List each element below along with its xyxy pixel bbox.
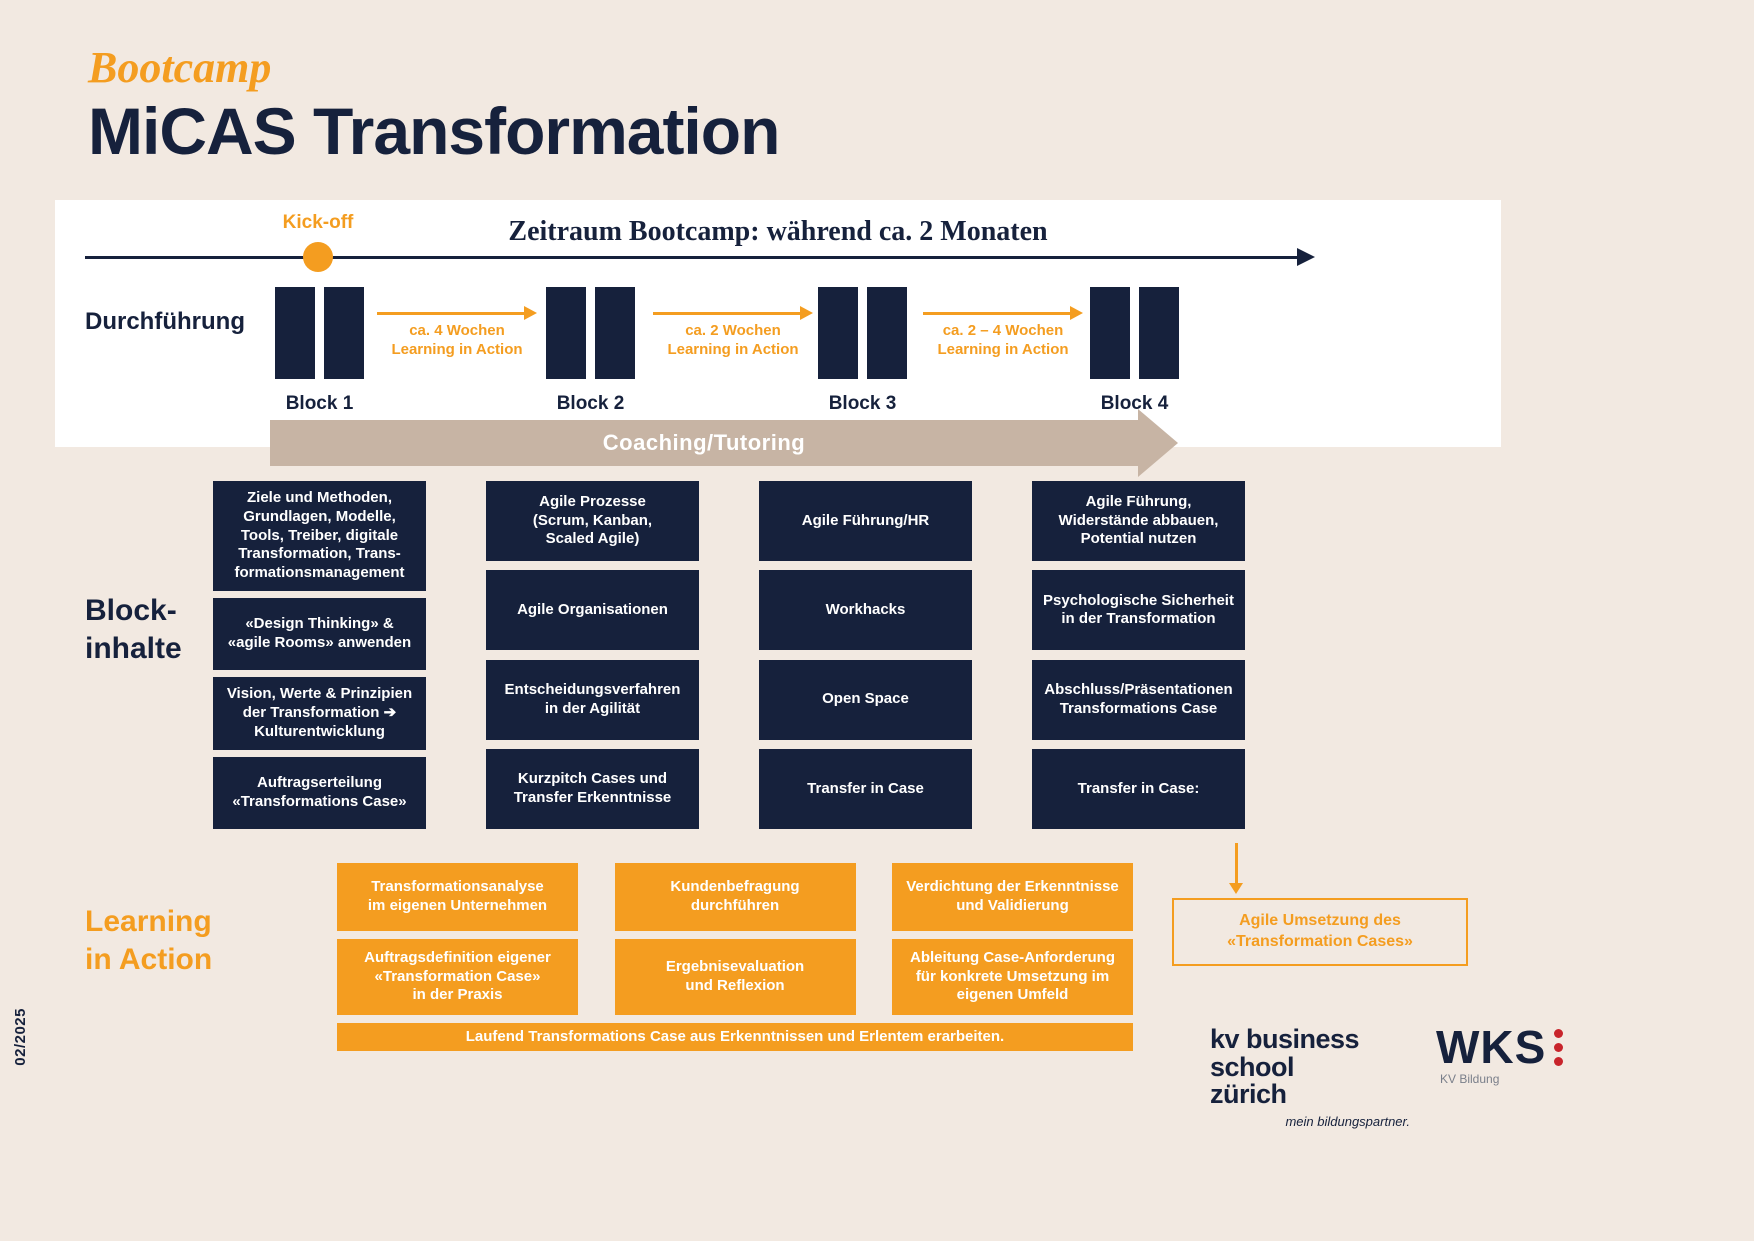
outcome-box: Agile Umsetzung des «Transformation Case… (1172, 898, 1468, 966)
block-bars (1090, 287, 1179, 379)
down-arrow-icon (1229, 843, 1243, 894)
block-group-2: Block 2 (546, 287, 635, 415)
content-box: Agile Führung, Widerstände abbauen, Pote… (1032, 481, 1245, 561)
page-title: MiCAS Transformation (88, 94, 780, 168)
learning-box: Kundenbefragung durchführen (614, 863, 856, 931)
coaching-arrowhead-icon (1138, 409, 1178, 477)
block-column-3: Agile Führung/HR Workhacks Open Space Tr… (759, 481, 972, 829)
content-box: Kurzpitch Cases und Transfer Erkenntniss… (486, 748, 699, 829)
gap-arrow-icon (923, 306, 1083, 320)
timeline-heading: Zeitraum Bootcamp: während ca. 2 Monaten (508, 216, 1048, 247)
content-box: Psychologische Sicherheit in der Transfo… (1032, 570, 1245, 651)
content-box: Transfer in Case (759, 748, 972, 829)
wks-logo-subtitle: KV Bildung (1440, 1072, 1500, 1086)
block-label: Block 4 (1100, 393, 1169, 414)
block-label: Block 3 (828, 393, 897, 414)
learning-box: Ergebnisevaluation und Reflexion (614, 939, 856, 1015)
content-box: Agile Prozesse (Scrum, Kanban, Scaled Ag… (486, 481, 699, 561)
content-box: Agile Organisationen (486, 570, 699, 651)
kv-logo-line2: zürich (1210, 1079, 1287, 1110)
wks-logo-row: WKS (1436, 1020, 1564, 1074)
gap-arrow-icon (377, 306, 537, 320)
block-bar (1139, 287, 1179, 379)
block-bar (275, 287, 315, 379)
gap-label: ca. 2 Wochen Learning in Action (667, 322, 799, 358)
timeline-arrowhead-icon (1297, 248, 1315, 266)
block-bar (546, 287, 586, 379)
block-bars (275, 287, 364, 379)
kv-logo-tagline: mein bildungspartner. (1285, 1113, 1410, 1129)
wks-logo: WKS KV Bildung (1436, 1020, 1564, 1086)
gap-3: ca. 2 – 4 Wochen Learning in Action (923, 306, 1083, 360)
coaching-label: Coaching/Tutoring (602, 430, 806, 455)
kickoff-label: Kick-off (282, 212, 354, 233)
kv-business-school-logo: kv business school zürich mein bildungsp… (1210, 1024, 1410, 1129)
block-bar (818, 287, 858, 379)
gap-2: ca. 2 Wochen Learning in Action (653, 306, 813, 360)
block-bar (867, 287, 907, 379)
wks-dots-icon (1554, 1028, 1564, 1066)
block-column-4: Agile Führung, Widerstände abbauen, Pote… (1032, 481, 1245, 829)
content-box: Transfer in Case: (1032, 748, 1245, 829)
block-bars (818, 287, 907, 379)
content-box: Abschluss/Präsentationen Transformations… (1032, 659, 1245, 740)
content-box: Open Space (759, 659, 972, 740)
block-contents-grid: Ziele und Methoden, Grundlagen, Modelle,… (213, 481, 1245, 829)
content-box: Entscheidungsverfahren in der Agilität (486, 659, 699, 740)
block-bars (546, 287, 635, 379)
edition-label: 02/2025 (12, 1008, 29, 1066)
gap-label: ca. 2 – 4 Wochen Learning in Action (937, 322, 1069, 358)
content-box: Agile Führung/HR (759, 481, 972, 561)
learning-label: Learning in Action (85, 905, 213, 976)
block-label: Block 2 (556, 393, 625, 414)
content-box: Ziele und Methoden, Grundlagen, Modelle,… (213, 481, 426, 591)
block-label: Block 1 (285, 393, 354, 414)
gap-arrow-icon (653, 306, 813, 320)
coaching-arrow-body: Coaching/Tutoring (270, 420, 1138, 466)
learning-grid: Transformationsanalyse im eigenen Untern… (337, 863, 1133, 1051)
coaching-arrow: Coaching/Tutoring (270, 409, 1178, 477)
timeline-panel: Zeitraum Bootcamp: während ca. 2 Monaten… (55, 200, 1501, 447)
block-bar (324, 287, 364, 379)
content-box: Workhacks (759, 570, 972, 651)
block-bar (595, 287, 635, 379)
timeline-line (85, 256, 1297, 259)
block-column-1: Ziele und Methoden, Grundlagen, Modelle,… (213, 481, 426, 829)
learning-box: Transformationsanalyse im eigenen Untern… (337, 863, 578, 931)
kv-logo-line1: kv business school (1210, 1024, 1360, 1082)
block-contents-label: Block- inhalte (85, 594, 182, 665)
block-group-3: Block 3 (818, 287, 907, 415)
content-box: Vision, Werte & Prinzipien der Transform… (213, 677, 426, 750)
eyebrow-title: Bootcamp (88, 43, 272, 92)
durchfuehrung-label: Durchführung (85, 308, 245, 335)
content-box: «Design Thinking» & «agile Rooms» anwend… (213, 598, 426, 671)
block-column-2: Agile Prozesse (Scrum, Kanban, Scaled Ag… (486, 481, 699, 829)
learning-box: Auftragsdefinition eigener «Transformati… (337, 939, 578, 1015)
block-group-1: Block 1 (275, 287, 364, 415)
learning-wide-box: Laufend Transformations Case aus Erkennt… (337, 1023, 1133, 1051)
learning-box: Ableitung Case-Anforderung für konkrete … (892, 939, 1133, 1015)
kickoff-dot-icon (303, 242, 333, 272)
block-group-4: Block 4 (1090, 287, 1179, 415)
learning-box: Verdichtung der Erkenntnisse und Validie… (892, 863, 1133, 931)
gap-label: ca. 4 Wochen Learning in Action (391, 322, 523, 358)
gap-1: ca. 4 Wochen Learning in Action (377, 306, 537, 360)
header: Bootcamp MiCAS Transformation (88, 42, 780, 169)
content-box: Auftragserteilung «Transformations Case» (213, 756, 426, 829)
block-bar (1090, 287, 1130, 379)
wks-logo-text: WKS (1436, 1021, 1547, 1073)
